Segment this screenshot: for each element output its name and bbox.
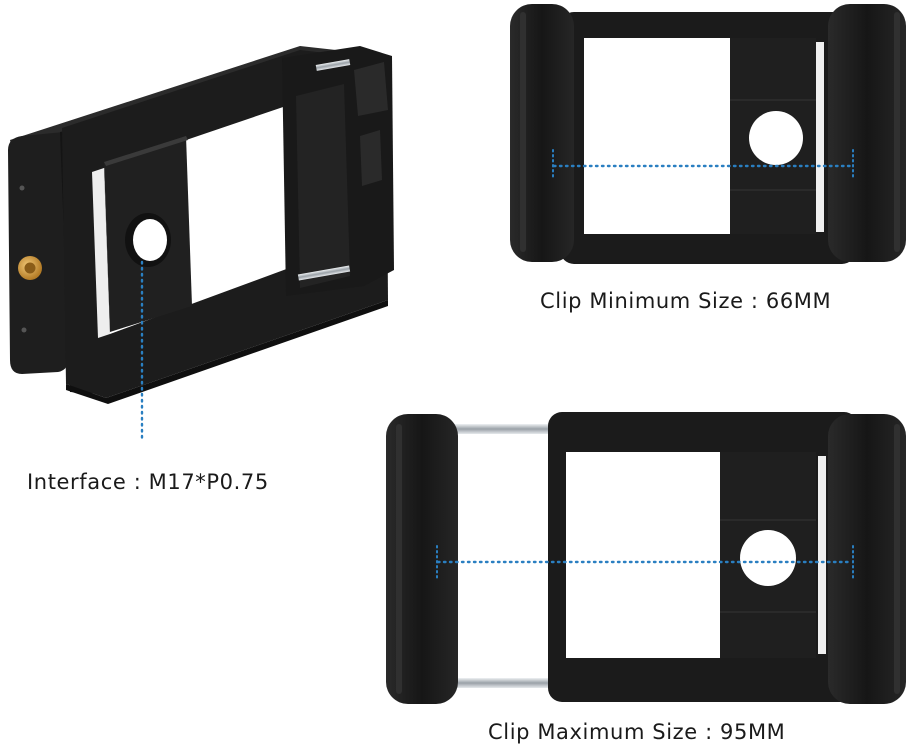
interface-caption: Interface : M17*P0.75 [27, 470, 269, 494]
clip-minimum-view [510, 4, 906, 264]
clip-perspective-view [8, 46, 394, 442]
mount-hole-icon [749, 111, 803, 165]
max-size-caption: Clip Maximum Size : 95MM [488, 720, 786, 744]
min-size-caption: Clip Minimum Size : 66MM [540, 289, 832, 313]
mount-hole-icon [740, 530, 796, 586]
clip-maximum-view [386, 412, 906, 704]
